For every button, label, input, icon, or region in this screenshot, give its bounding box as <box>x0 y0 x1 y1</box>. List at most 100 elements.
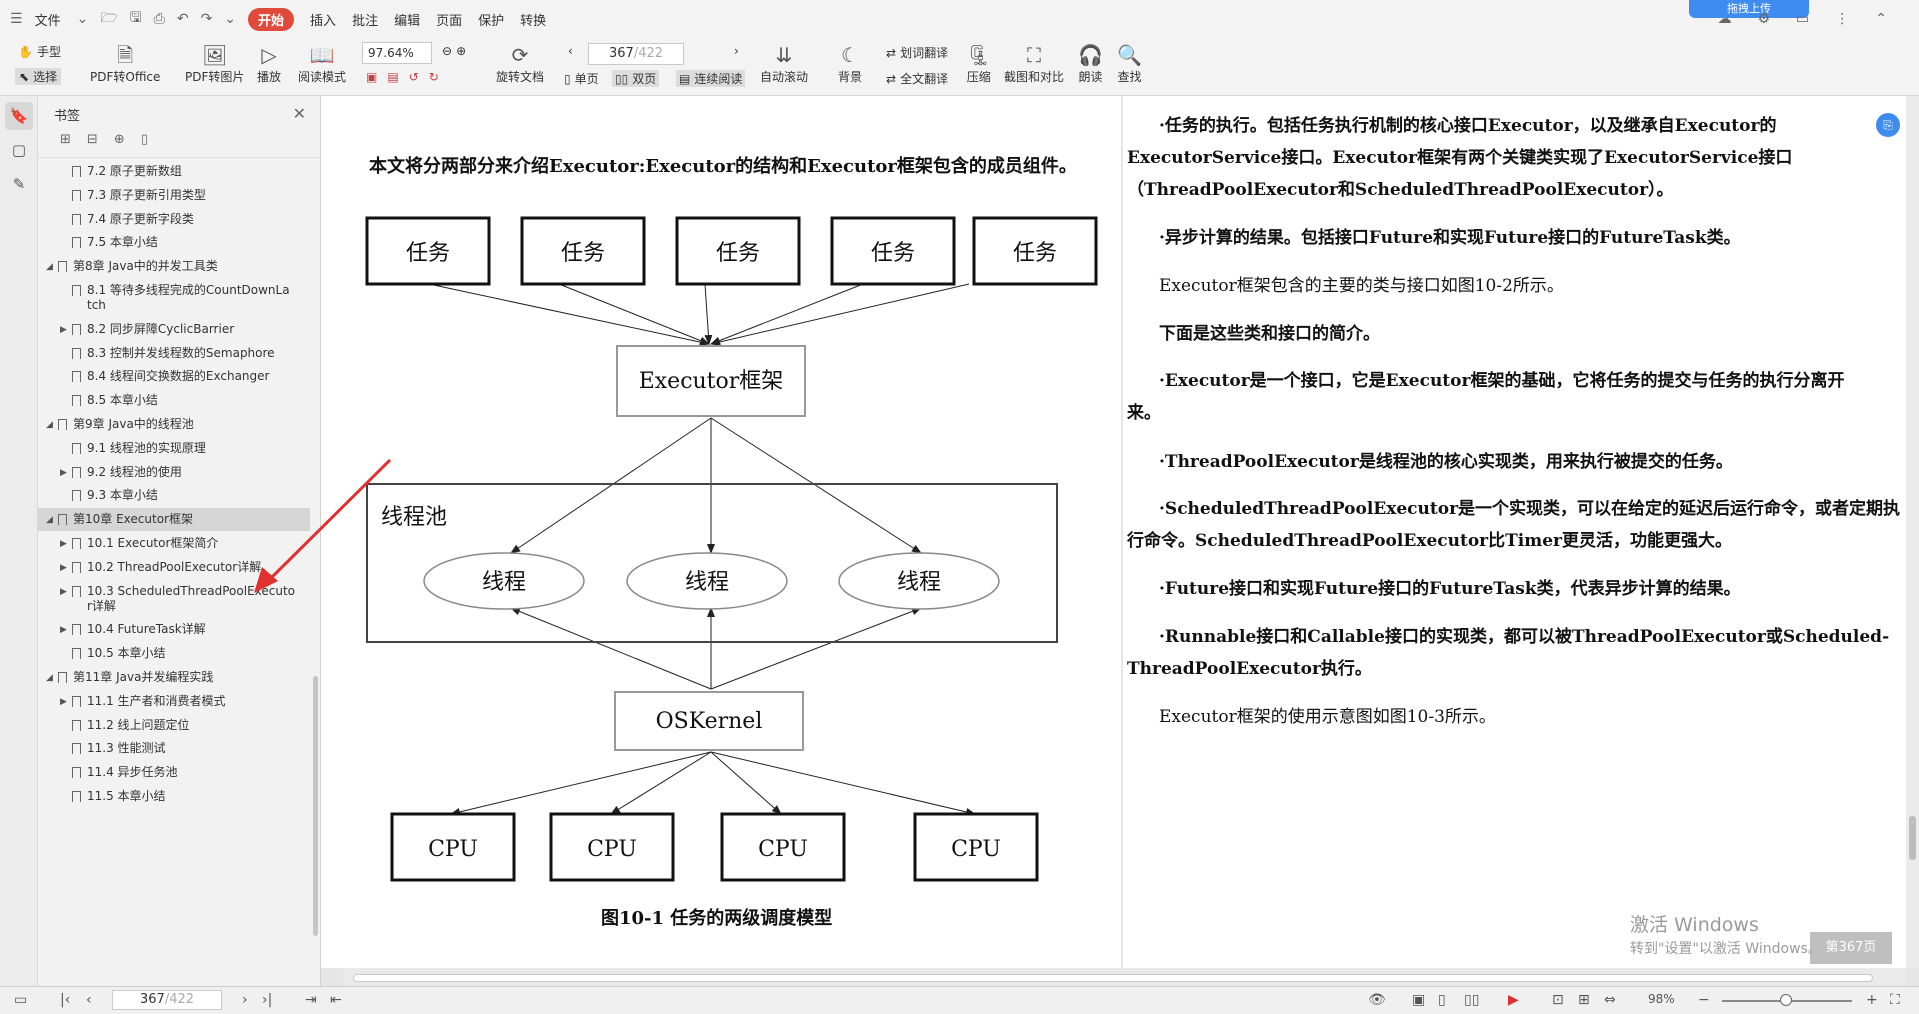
collapsed-icon[interactable]: ▶ <box>60 324 67 335</box>
bookmark-item[interactable]: 10.5 本章小结 <box>38 642 310 665</box>
bookmark-item[interactable]: 7.2 原子更新数组 <box>38 160 310 183</box>
horizontal-scrollbar[interactable] <box>343 968 1906 986</box>
open-folder-icon[interactable]: 🗁 <box>100 10 118 26</box>
bookmark-item[interactable]: 7.5 本章小结 <box>38 231 310 254</box>
tab-annotate[interactable]: 批注 <box>352 13 379 29</box>
prev-page-icon[interactable]: ‹ <box>568 44 573 58</box>
zoom-value[interactable]: 98% <box>1648 992 1675 1006</box>
collapse-icon[interactable]: ⌃ <box>1875 11 1887 27</box>
collapsed-icon[interactable]: ▶ <box>60 562 67 573</box>
find-button[interactable]: 🔍查找 <box>1117 43 1142 84</box>
bookmark-item[interactable]: 7.4 原子更新字段类 <box>38 208 310 231</box>
tab-protect[interactable]: 保护 <box>478 13 505 29</box>
next-page-icon[interactable]: › <box>734 44 739 58</box>
sidebar-scrollbar[interactable] <box>313 676 318 936</box>
expanded-icon[interactable]: ◢ <box>46 515 53 526</box>
scroll-thumb[interactable] <box>1909 816 1916 860</box>
hamburger-icon[interactable]: ☰ <box>10 11 23 27</box>
fullscreen-icon[interactable]: ⛶ <box>1890 992 1900 1008</box>
bookmark-item[interactable]: 9.1 线程池的实现原理 <box>38 437 310 460</box>
collapsed-icon[interactable]: ▶ <box>60 539 67 549</box>
screenshot-compare-button[interactable]: ⛶截图和对比 <box>1004 43 1065 84</box>
tab-start[interactable]: 开始 <box>248 7 295 31</box>
add-bookmark-icon[interactable]: ⊕ <box>113 132 125 147</box>
annotation-panel-icon[interactable]: ✎ <box>12 175 26 193</box>
more-vertical-icon[interactable]: ⋮ <box>1835 11 1850 27</box>
expanded-icon[interactable]: ◢ <box>46 262 53 273</box>
bookmark-item[interactable]: 7.3 原子更新引用类型 <box>38 184 310 207</box>
bookmark-item[interactable]: ▶9.2 线程池的使用 <box>38 461 310 484</box>
bookmark-chapter[interactable]: ◢第10章 Executor框架 <box>38 508 310 532</box>
fit-icon[interactable]: ⊡ <box>1552 992 1564 1008</box>
thumbnail-panel-icon[interactable]: ▢ <box>11 141 27 159</box>
bookmark-item[interactable]: 11.3 性能测试 <box>38 737 310 760</box>
read-aloud-button[interactable]: 🎧朗读 <box>1078 43 1103 84</box>
expanded-icon[interactable]: ◢ <box>46 420 53 430</box>
single-view-icon[interactable]: ▣ <box>1412 992 1426 1008</box>
double-page-button[interactable]: ▯▯双页 <box>612 70 660 87</box>
next-page-icon[interactable]: › <box>242 992 248 1008</box>
auto-scroll-button[interactable]: ⇊自动滚动 <box>760 43 809 84</box>
bookmark-icon[interactable]: ▯ <box>140 132 148 147</box>
play-button[interactable]: ▷播放 <box>257 43 282 84</box>
collapsed-icon[interactable]: ▶ <box>60 586 67 597</box>
single-page-button[interactable]: ▯单页 <box>564 71 599 87</box>
background-button[interactable]: ☾背景 <box>838 43 863 84</box>
zoom-input[interactable]: 97.64% <box>362 42 432 64</box>
bookmark-item[interactable]: 8.5 本章小结 <box>38 389 310 412</box>
zoom-slider-knob[interactable] <box>1780 994 1792 1006</box>
collapsed-icon[interactable]: ▶ <box>60 696 67 707</box>
bookmark-item[interactable]: 9.3 本章小结 <box>38 484 310 507</box>
word-translate-button[interactable]: ⇄划词翻译 <box>886 45 949 61</box>
bookmark-item[interactable]: 11.5 本章小结 <box>38 785 310 808</box>
back-icon[interactable]: ⇤ <box>330 992 342 1008</box>
read-mode-button[interactable]: 📖阅读模式 <box>298 43 347 84</box>
float-assistant-icon[interactable]: ⎘ <box>1876 113 1900 137</box>
page-number-input[interactable]: 367/422 <box>588 43 684 65</box>
collapsed-icon[interactable]: ▶ <box>60 467 67 478</box>
bookmark-item[interactable]: ▶10.2 ThreadPoolExecutor详解 <box>38 556 310 579</box>
bookmark-item[interactable]: 11.2 线上问题定位 <box>38 714 310 737</box>
actual-size-icon[interactable]: ⊞ <box>1578 992 1590 1008</box>
vertical-scrollbar[interactable] <box>1906 96 1919 968</box>
double-view-icon[interactable]: ▯▯ <box>1464 992 1480 1008</box>
upload-button[interactable]: 拖拽上传 <box>1689 0 1809 18</box>
more-icon[interactable]: ⌄ <box>224 11 237 27</box>
feedback-icon[interactable]: ▭ <box>1796 11 1810 27</box>
rotate-right-icon[interactable]: ↻ <box>428 70 439 84</box>
fit-width-icon[interactable]: ▤ <box>387 70 399 84</box>
bookmark-item[interactable]: ▶10.4 FutureTask详解 <box>38 618 310 641</box>
rotate-left-icon[interactable]: ↺ <box>408 70 419 84</box>
bookmark-item[interactable]: 11.4 异步任务池 <box>38 761 310 784</box>
full-translate-button[interactable]: ⇄全文翻译 <box>886 71 949 87</box>
chevron-down-icon[interactable]: ⌄ <box>76 11 89 27</box>
fit-page-icon[interactable]: ▣ <box>366 70 378 84</box>
zoom-in-icon[interactable]: ⊕ <box>456 44 467 58</box>
tab-convert[interactable]: 转换 <box>520 13 547 29</box>
hand-tool-button[interactable]: ✋手型 <box>18 44 61 60</box>
sidebar-toggle-icon[interactable]: ▭ <box>14 992 28 1008</box>
zoom-in-icon[interactable]: + <box>1866 992 1878 1008</box>
print-icon[interactable]: ⎙ <box>153 11 165 27</box>
cloud-icon[interactable]: ☁ <box>1717 11 1732 27</box>
prev-page-icon[interactable]: ‹ <box>86 992 92 1008</box>
bookmark-chapter[interactable]: ◢第8章 Java中的并发工具类 <box>38 255 310 278</box>
scroll-thumb[interactable] <box>353 974 1873 982</box>
bookmark-item[interactable]: ▶8.2 同步屏障CyclicBarrier <box>38 318 310 341</box>
export-icon[interactable]: ⇥ <box>305 992 317 1008</box>
bookmark-item[interactable]: 8.4 线程间交换数据的Exchanger <box>38 365 310 388</box>
zoom-out-icon[interactable]: ⊖ <box>442 44 453 58</box>
undo-icon[interactable]: ↶ <box>176 11 189 27</box>
page-view-icon[interactable]: ▯ <box>1438 992 1446 1008</box>
bookmark-chapter[interactable]: ◢第11章 Java并发编程实践 <box>38 666 310 689</box>
redo-icon[interactable]: ↷ <box>200 11 213 27</box>
rotate-doc-button[interactable]: ⟳旋转文档 <box>496 43 545 84</box>
save-icon[interactable]: 🖫 <box>129 10 142 26</box>
zoom-out-icon[interactable]: − <box>1698 992 1710 1008</box>
continuous-read-button[interactable]: ▤连续阅读 <box>676 70 746 87</box>
close-icon[interactable]: ✕ <box>292 104 306 123</box>
bookmark-panel-icon[interactable]: 🔖 <box>5 102 33 130</box>
menu-file[interactable]: 文件 <box>34 13 61 29</box>
status-page-input[interactable]: 367/422 <box>112 990 222 1010</box>
collapse-all-icon[interactable]: ⊟ <box>86 132 98 147</box>
